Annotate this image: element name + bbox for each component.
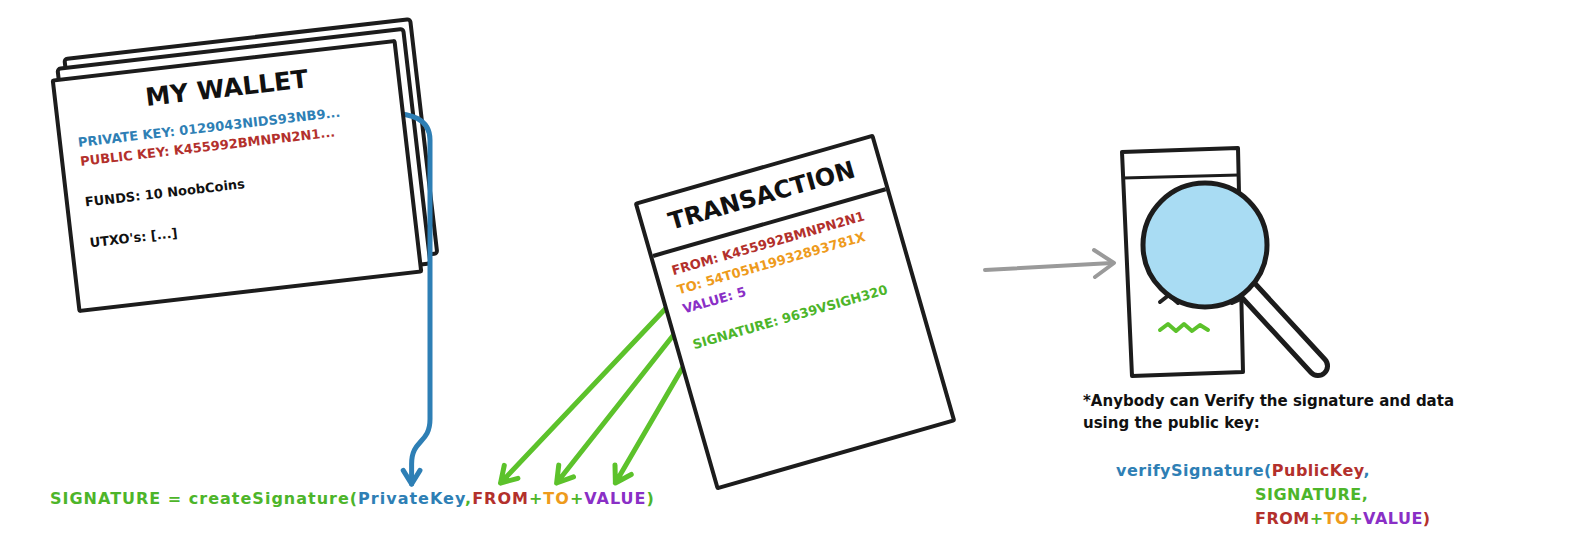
verify-formula: FROM+TO+VALUE) — [1255, 508, 1431, 530]
magnifier-handle — [1248, 290, 1318, 366]
scribble — [1160, 324, 1208, 331]
formula-part: FROM — [1255, 509, 1310, 528]
transaction-card: TRANSACTIONFROM: K455992BMNPN2N1TO: 54T0… — [633, 133, 956, 490]
formula-part: ) — [1423, 509, 1431, 528]
verify-formula: SIGNATURE, — [1255, 484, 1368, 506]
formula-part: SIGNATURE = createSignature( — [50, 489, 358, 508]
formula-part: PublicKey — [1272, 461, 1364, 480]
formula-part: + — [529, 489, 543, 508]
wallet-card: MY WALLETPRIVATE KEY: 0129043NIDS93NB9..… — [51, 39, 424, 313]
formula-part: + — [1349, 509, 1363, 528]
formula-part: verifySignature( — [1116, 461, 1272, 480]
formula-part: *Anybody can Verify the signature and da… — [1083, 392, 1454, 432]
verify-note: *Anybody can Verify the signature and da… — [1083, 390, 1498, 434]
formula-part: SIGNATURE, — [1255, 485, 1368, 504]
formula-part: PrivateKey — [358, 489, 465, 508]
flow-arrow — [985, 263, 1112, 270]
formula-part: + — [570, 489, 584, 508]
verify-formula: verifySignature(PublicKey, — [1116, 460, 1370, 482]
magnifier-handle — [1248, 290, 1318, 366]
formula-part: , — [1363, 461, 1370, 480]
formula-part: , — [465, 489, 472, 508]
document-line — [1123, 175, 1239, 178]
create-signature-formula: SIGNATURE = createSignature(PrivateKey,F… — [50, 488, 655, 510]
formula-part: TO — [543, 489, 570, 508]
formula-part: FROM — [472, 489, 529, 508]
arrow-head — [1094, 250, 1114, 277]
formula-part: TO — [1324, 509, 1350, 528]
formula-part: VALUE — [1363, 509, 1423, 528]
magnifier-lens — [1143, 183, 1267, 307]
formula-part: ) — [647, 489, 655, 508]
formula-part: VALUE — [584, 489, 646, 508]
formula-part: + — [1310, 509, 1324, 528]
data-arrow — [501, 287, 686, 483]
arrow-head — [403, 470, 420, 484]
